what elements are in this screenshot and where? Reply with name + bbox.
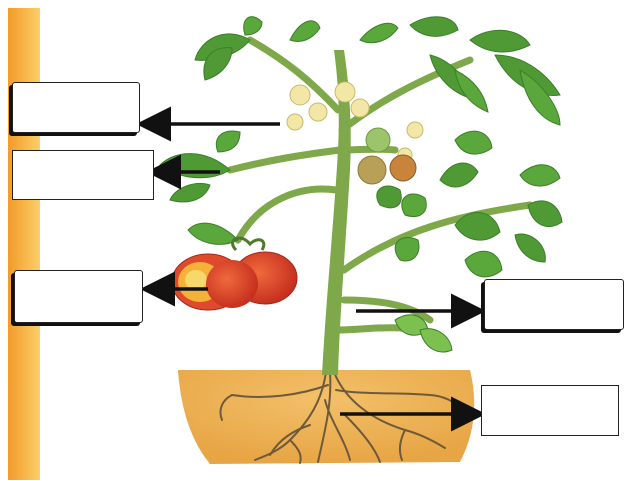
small-fruits [358,128,416,184]
stem-label-box[interactable] [484,279,624,330]
tomatoes [172,238,297,310]
side-bar [8,8,40,480]
soil [178,370,474,464]
leaf-label-box[interactable] [12,150,154,200]
fruit-label-box[interactable] [14,270,143,323]
flower-label-box[interactable] [12,82,140,133]
root-label-box[interactable] [481,385,619,436]
